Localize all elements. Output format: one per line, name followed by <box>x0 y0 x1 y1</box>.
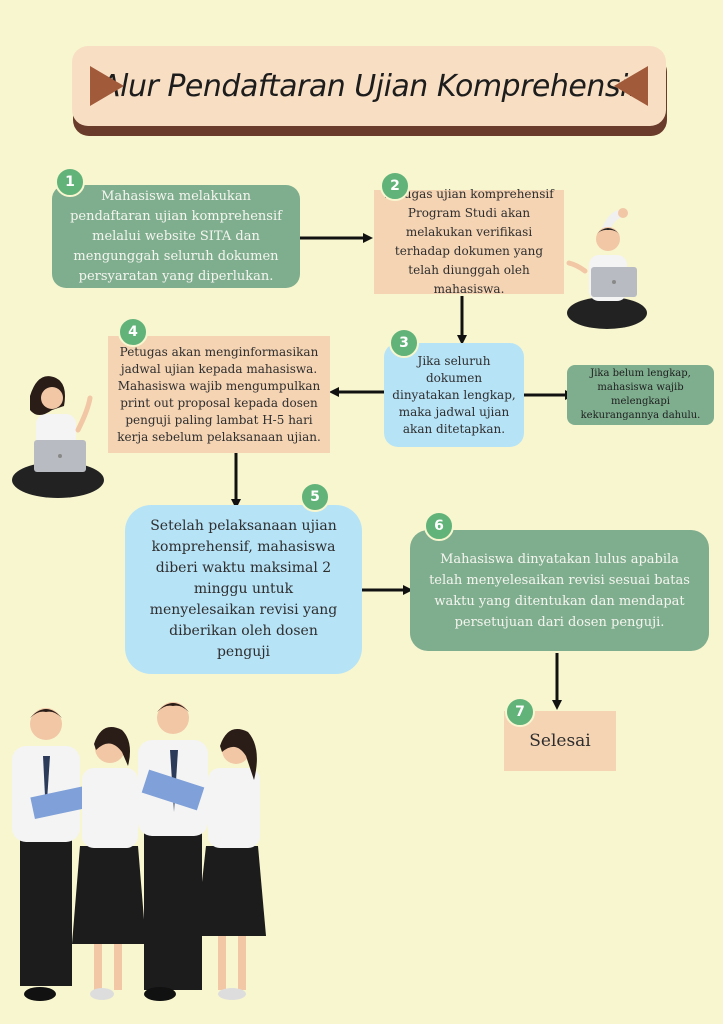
step-4-text: Petugas akan menginformasikan jadwal uji… <box>117 344 321 444</box>
step-3-badge: 3 <box>389 328 419 358</box>
page-title: Alur Pendaftaran Ujian Komprehensif <box>100 68 638 104</box>
students-group-illustration <box>12 702 266 1001</box>
title-banner: Alur Pendaftaran Ujian Komprehensif <box>72 46 666 126</box>
step-7-badge: 7 <box>505 697 535 727</box>
step-6-badge: 6 <box>424 511 454 541</box>
step-6-box: Mahasiswa dinyatakan lulus apabila telah… <box>410 530 709 651</box>
step-5-badge: 5 <box>300 482 330 512</box>
step-2-text: Petugas ujian komprehensif Program Studi… <box>384 187 554 296</box>
triangle-left-icon <box>614 66 648 106</box>
step-1-text: Mahasiswa melakukan pendaftaran ujian ko… <box>70 188 282 284</box>
step-5-text: Setelah pelaksanaan ujian komprehensif, … <box>149 518 338 660</box>
step-6-text: Mahasiswa dinyatakan lulus apabila telah… <box>429 551 690 630</box>
step-3-text: Jika seluruh dokumen dinyatakan lengkap,… <box>392 353 516 436</box>
step-1-badge: 1 <box>55 167 85 197</box>
step-7-text: Selesai <box>529 731 591 751</box>
step-4-box: Petugas akan menginformasikan jadwal uji… <box>108 336 330 453</box>
step-3-box: Jika seluruh dokumen dinyatakan lengkap,… <box>384 343 524 447</box>
step-1-box: Mahasiswa melakukan pendaftaran ujian ko… <box>52 185 300 288</box>
incomplete-note-box: Jika belum lengkap, mahasiswa wajib mele… <box>567 365 714 425</box>
step-2-badge: 2 <box>380 171 410 201</box>
incomplete-note-text: Jika belum lengkap, mahasiswa wajib mele… <box>580 368 701 421</box>
step-5-box: Setelah pelaksanaan ujian komprehensif, … <box>125 505 362 674</box>
step-4-badge: 4 <box>118 317 148 347</box>
triangle-right-icon <box>90 66 124 106</box>
student-laptop-illustration-right <box>566 208 647 329</box>
student-laptop-illustration-left <box>12 376 104 498</box>
step-2-box: Petugas ujian komprehensif Program Studi… <box>374 187 564 296</box>
